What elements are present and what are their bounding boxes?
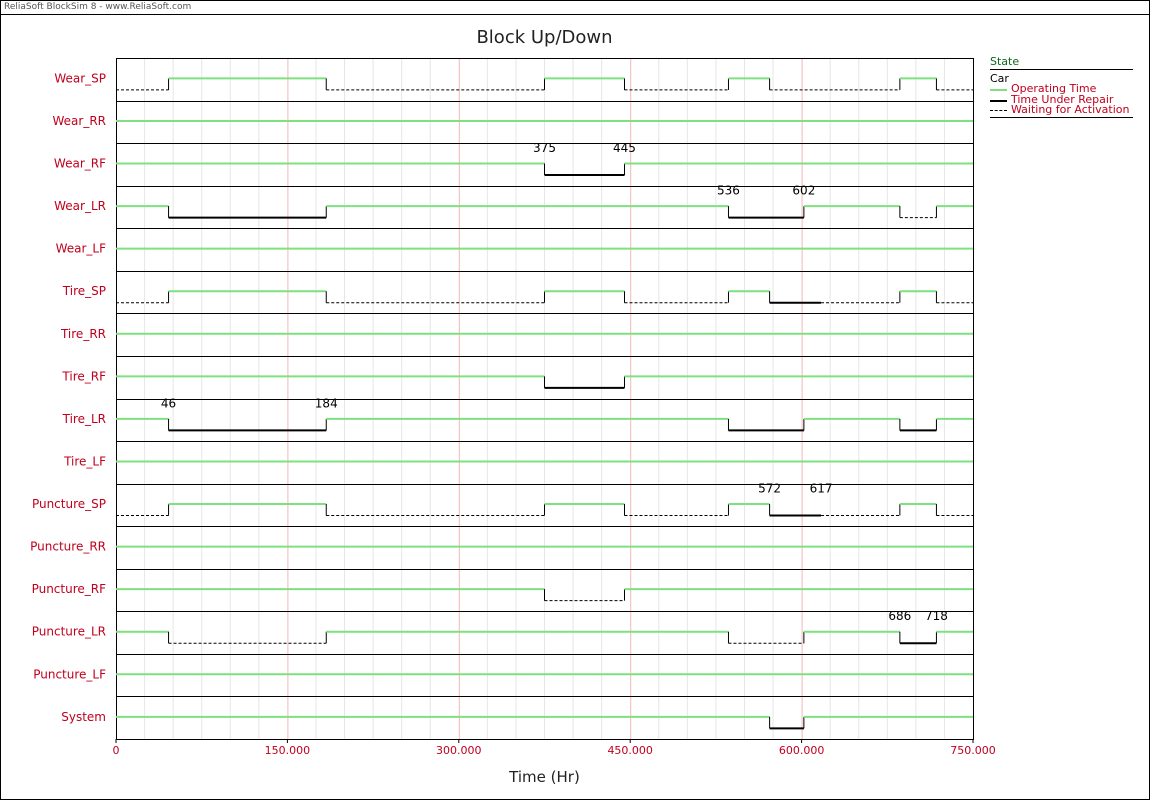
legend-label-operating: Operating Time	[1011, 82, 1097, 95]
legend: State Car Operating Time Time Under Repa…	[990, 55, 1133, 120]
x-tick-label: 0	[113, 744, 120, 757]
legend-label-waiting: Waiting for Activation	[1011, 103, 1130, 116]
event-label: 718	[925, 609, 948, 623]
legend-item-repair: Time Under Repair	[990, 92, 1133, 106]
app-header: ReliaSoft BlockSim 8 - www.ReliaSoft.com	[4, 2, 192, 12]
x-tick-label: 450.000	[607, 744, 653, 757]
x-tick-label: 750.000	[950, 744, 996, 757]
event-label: 46	[161, 396, 176, 410]
row-label: Puncture_LR	[32, 625, 106, 639]
event-label: 536	[717, 183, 740, 197]
event-label: 445	[613, 141, 636, 155]
row-label: Wear_LR	[54, 199, 106, 213]
legend-group-label: Car	[990, 72, 1009, 85]
row-label: Tire_RR	[60, 327, 106, 341]
header-divider	[1, 14, 1149, 15]
row-label: Tire_LR	[62, 412, 106, 426]
event-label: 617	[810, 481, 833, 495]
legend-title: State	[990, 55, 1020, 68]
x-tick-label: 150.000	[265, 744, 311, 757]
row-label: Puncture_SP	[32, 497, 106, 511]
row-label: Tire_SP	[62, 284, 106, 298]
event-label: 686	[888, 609, 911, 623]
event-label: 375	[533, 141, 556, 155]
row-label: Tire_LF	[63, 454, 106, 468]
row-label: Puncture_LF	[33, 667, 106, 681]
event-label: 184	[315, 396, 338, 410]
legend-divider	[990, 69, 1133, 70]
row-label: Wear_LF	[56, 242, 107, 256]
legend-label-repair: Time Under Repair	[1011, 92, 1114, 106]
row-label: Puncture_RR	[30, 540, 106, 554]
x-axis-title: Time (Hr)	[509, 768, 580, 786]
row-label: Tire_RF	[61, 369, 106, 383]
row-label: Wear_SP	[54, 71, 106, 85]
legend-item-operating: Operating Time	[990, 82, 1133, 95]
row-label: Wear_RR	[52, 114, 106, 128]
plot-border	[116, 58, 974, 740]
x-tick-label: 300.000	[436, 744, 482, 757]
legend-bottom-divider	[990, 116, 1133, 118]
event-label: 572	[758, 481, 781, 495]
event-label: 602	[792, 183, 815, 197]
legend-swatch-waiting	[990, 110, 1007, 111]
row-label: System	[61, 710, 106, 724]
row-label: Wear_RF	[54, 157, 106, 171]
legend-item-waiting: Waiting for Activation	[990, 103, 1133, 116]
legend-swatch-operating	[990, 89, 1007, 91]
legend-swatch-repair	[990, 99, 1007, 102]
chart-title: Block Up/Down	[476, 27, 613, 48]
row-label: Puncture_RF	[32, 582, 107, 596]
x-tick-label: 600.000	[779, 744, 825, 757]
